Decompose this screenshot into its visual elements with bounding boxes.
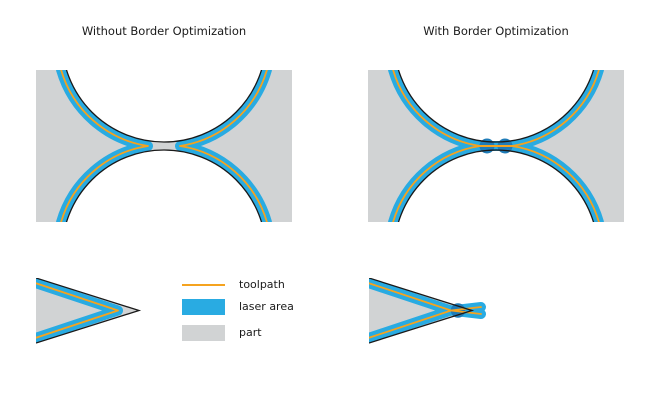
toolpath-upper-right-extended xyxy=(479,70,600,147)
toolpath xyxy=(36,282,119,339)
border-contour-bottom xyxy=(397,149,595,222)
cutout-bottom xyxy=(398,150,594,222)
toolpath-left xyxy=(60,70,149,222)
part-swatch xyxy=(182,325,225,341)
toolpath-right xyxy=(179,70,268,222)
legend-row-toolpath: toolpath xyxy=(182,277,285,293)
title-without-optimization: Without Border Optimization xyxy=(81,24,247,38)
cutout-bottom xyxy=(66,150,262,222)
title-with-optimization: With Border Optimization xyxy=(423,24,569,38)
laser-area-swatch xyxy=(182,299,225,315)
detail-tip-without-optimization xyxy=(36,278,142,344)
border-contour xyxy=(369,278,475,344)
legend-label-toolpath: toolpath xyxy=(239,278,285,291)
border-contour-top xyxy=(65,70,263,143)
toolpath-line-swatch xyxy=(182,283,225,287)
toolpath-upper-left-extended xyxy=(392,70,513,147)
legend-label-part: part xyxy=(239,326,262,339)
diagram-without-optimization xyxy=(36,70,292,222)
border-contour-bottom xyxy=(65,149,263,222)
cutout-top xyxy=(66,70,262,142)
border-contour xyxy=(36,278,142,344)
toolpath-lower-right-extended xyxy=(479,145,600,222)
toolpath-lower-extended xyxy=(369,306,482,339)
toolpath-lower-left-extended xyxy=(392,145,513,222)
legend-label-laser-area: laser area xyxy=(239,300,294,313)
legend-row-part: part xyxy=(182,325,262,341)
border-contour-top xyxy=(397,70,595,143)
legend-row-laser-area: laser area xyxy=(182,299,294,315)
detail-tip-with-optimization xyxy=(369,278,486,344)
cutout-top xyxy=(398,70,594,142)
diagram-with-optimization xyxy=(368,70,624,222)
